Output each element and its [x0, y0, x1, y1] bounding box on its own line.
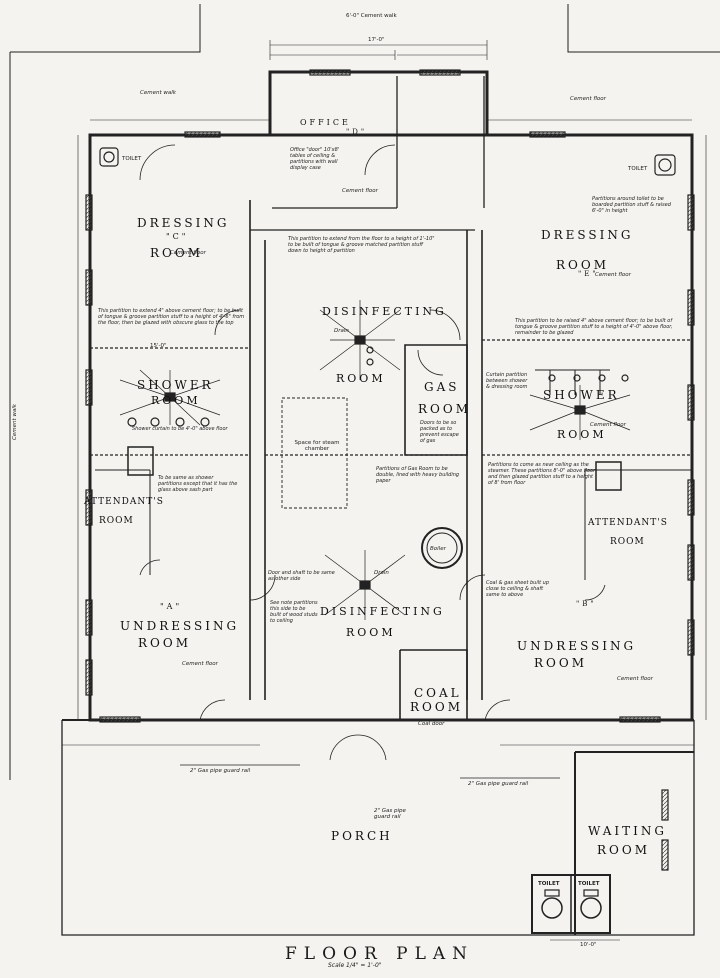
toilet-icon-porch-1: [541, 897, 563, 919]
room-label-undressing-a-2: ROOM: [138, 636, 191, 650]
room-label-dressing-e: DRESSING: [541, 228, 634, 242]
cement-walk-top: 6'-0" Cement walk: [346, 13, 397, 19]
cement-walk-side: Cement walk: [12, 404, 18, 440]
note-door-shaft: Door and shaft to be same as other side: [268, 570, 335, 582]
dim-17: 17'-0": [368, 37, 385, 43]
room-label-coal-2: ROOM: [410, 700, 463, 714]
drain-icon-shower-left: [119, 369, 221, 426]
cement-floor-shower: Cement floor: [590, 422, 626, 428]
note-coal: Coal & gas sheet built up close to ceili…: [486, 580, 550, 598]
room-label-undressing-a: UNDRESSING: [120, 619, 240, 633]
note-disinfect-partition: This partition to extend from the floor …: [288, 236, 435, 254]
cement-floor-c: Cement floor: [170, 250, 206, 256]
toilet-icon-right: [654, 154, 676, 176]
gas-pipe-left: 2" Gas pipe guard rail: [190, 768, 251, 774]
room-label-attendant-left: ATTENDANT'S: [84, 497, 164, 507]
room-label-undressing-b-2: ROOM: [534, 656, 587, 670]
office-wall: [268, 70, 489, 135]
drain-label-2: Drain: [374, 570, 389, 576]
note-left-partition: This partition to extend 4" above cement…: [98, 308, 245, 326]
plan-title: FLOOR PLAN: [285, 944, 475, 964]
toilet-label-2: TOILET: [578, 881, 600, 887]
space-steam-label: Space for steam chamber: [294, 440, 340, 452]
room-label-shower-left-2: ROOM: [151, 394, 201, 407]
room-label-disinfecting-top-2: ROOM: [336, 372, 386, 385]
sink-icon-right: [595, 461, 622, 491]
room-label-gas-2: ROOM: [418, 402, 471, 416]
porch-outline: [61, 720, 695, 936]
cement-walk-left: Cement walk: [140, 90, 176, 96]
room-label-gas: GAS: [424, 380, 460, 394]
room-label-coal: COAL: [414, 686, 462, 700]
room-label-disinfecting-bottom-2: ROOM: [346, 626, 396, 639]
sink-icon-left: [127, 446, 154, 476]
room-label-dressing-e-2: ROOM: [556, 258, 609, 272]
gas-room-walls: [404, 344, 468, 456]
drain-icon-shower-right: [529, 385, 631, 440]
cement-floor-b: Cement floor: [617, 676, 653, 682]
cement-floor-office: Cement floor: [342, 188, 378, 194]
gas-pipe-mid: 2" Gas pipe guard rail: [374, 808, 406, 820]
note-shower-right: Curtain partition between shower & dress…: [486, 372, 528, 390]
room-label-dressing-c: DRESSING: [137, 216, 230, 230]
undressing-a-letter: "A": [160, 602, 183, 611]
note-office: Office "door" 10'x8' tables of ceiling &…: [290, 147, 340, 171]
boiler-icon: [421, 527, 463, 569]
cement-floor-a: Cement floor: [182, 661, 218, 667]
cement-floor-right: Cement floor: [570, 96, 606, 102]
room-label-attendant-right-2: ROOM: [610, 537, 645, 547]
gas-pipe-right: 2" Gas pipe guard rail: [468, 781, 529, 787]
toilet-icon-porch-2: [580, 897, 602, 919]
dressing-c-letter: "C": [166, 232, 189, 241]
drain-label-1: Drain: [334, 328, 349, 334]
room-label-waiting: WAITING: [588, 824, 667, 838]
plan-scale: Scale 1/4" = 1'-0": [328, 962, 382, 969]
toilet-small-left: TOILET: [122, 156, 142, 162]
room-label-dressing-c-2: ROOM: [150, 246, 203, 260]
dim-15: 15'-0": [150, 343, 167, 349]
room-label-waiting-2: ROOM: [597, 843, 650, 857]
office-letter: "D": [346, 128, 368, 136]
room-label-shower-right-2: ROOM: [557, 428, 607, 441]
drain-icon-disinfect-bottom: [324, 550, 406, 620]
coal-door-label: Coal door: [418, 721, 445, 727]
note-right-partition: This partition to be raised 4" above cem…: [515, 318, 673, 336]
toilet-icon-left: [99, 147, 119, 167]
room-label-disinfecting-top: DISINFECTING: [322, 305, 447, 318]
room-label-attendant-left-2: ROOM: [99, 516, 134, 526]
room-label-shower-right: SHOWER: [543, 388, 620, 402]
note-posts: See note partitions this side to be buil…: [270, 600, 318, 624]
note-gas-room: Doors to be so packed as to prevent esca…: [420, 420, 459, 444]
note-right-attendant: Partitions to come as near ceiling as th…: [488, 462, 596, 486]
room-label-attendant-right: ATTENDANT'S: [588, 518, 668, 528]
toilet-small-right: TOILET: [628, 166, 648, 172]
note-partition-left: To be same as shower partitions except t…: [158, 475, 238, 493]
dressing-e-letter: "E": [578, 270, 599, 278]
note-gas-partition: Partitions of Gas Room to be double, lin…: [376, 466, 460, 484]
drain-icon-disinfect-top: [319, 300, 401, 380]
note-shower-left: Shower curtain to be 4'-0" above floor: [132, 426, 228, 432]
cement-floor-e: Cement floor: [595, 272, 631, 278]
toilet-label-1: TOILET: [538, 881, 560, 887]
room-label-shower-left: SHOWER: [137, 378, 214, 392]
room-label-office: OFFICE: [300, 118, 351, 127]
dim-10: 10'-0": [580, 942, 597, 948]
room-label-disinfecting-bottom: DISINFECTING: [320, 605, 445, 618]
note-dressing-e: Partitions around toilet to be boarded p…: [592, 196, 671, 214]
room-label-undressing-b: UNDRESSING: [517, 639, 637, 653]
room-label-porch: PORCH: [331, 829, 393, 843]
undressing-b-letter: "B": [576, 600, 597, 608]
boiler-label: Boiler: [430, 546, 446, 552]
